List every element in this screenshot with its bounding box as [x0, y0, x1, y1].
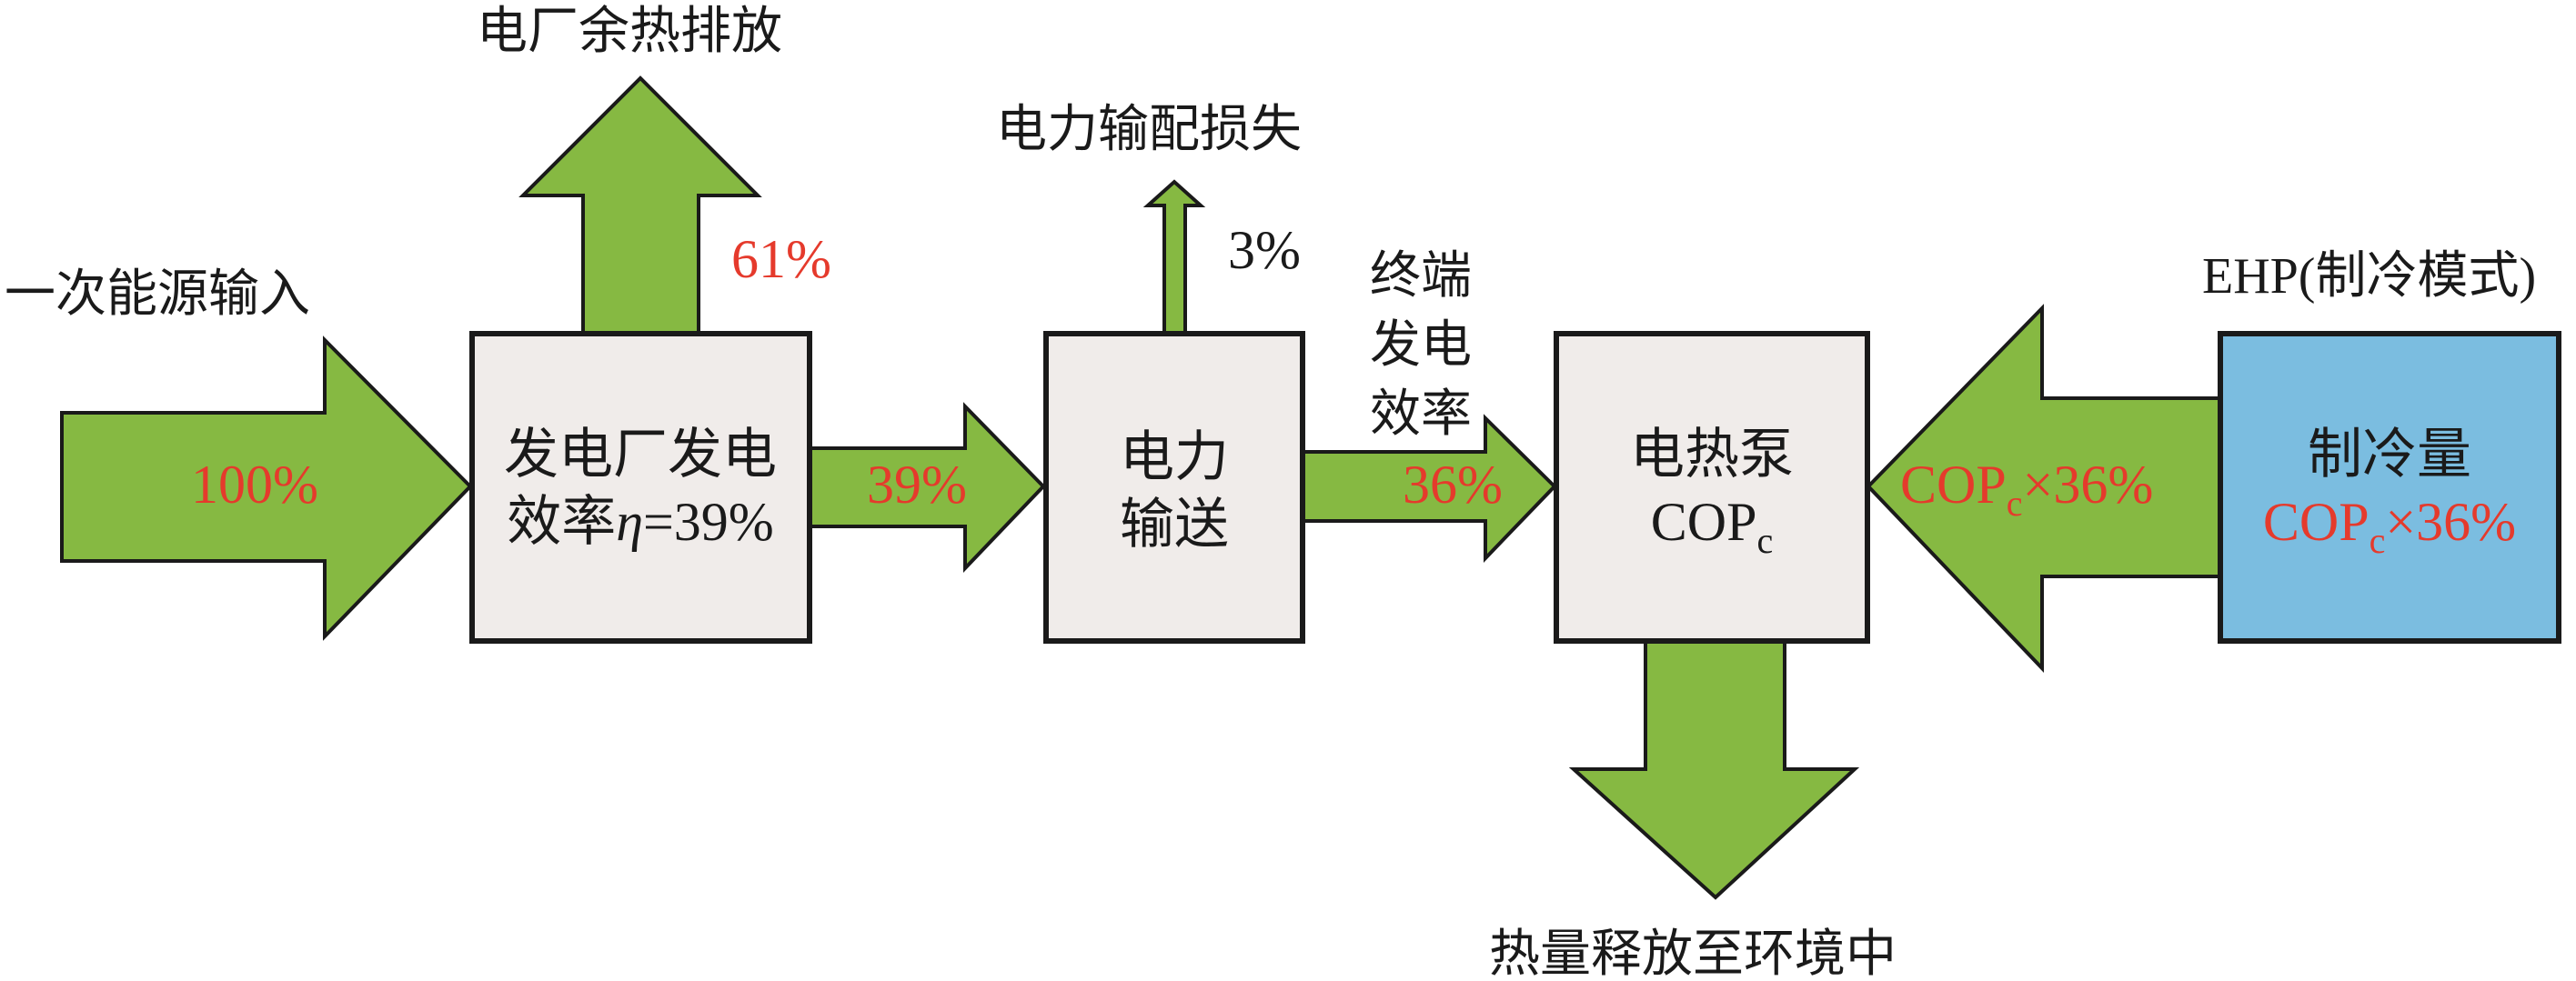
end-output-value: 36% [1403, 455, 1503, 515]
heat-release-arrow [1568, 639, 1860, 900]
cooling-arrow-value: COPc×36% [1900, 455, 2153, 524]
cooling-box [2218, 331, 2561, 644]
grid-loss-value: 3% [1228, 220, 1301, 280]
transmission-line1: 电力 [1120, 427, 1229, 487]
plant-output-arrow [808, 402, 1046, 573]
primary-input-arrow [60, 335, 473, 641]
heat-pump-box [1554, 331, 1870, 644]
power-plant-line2: 效率η=39% [507, 492, 774, 552]
end-output-arrow [1301, 414, 1557, 563]
cooling-arrow [1866, 304, 2222, 673]
transmission-line2: 输送 [1120, 495, 1229, 555]
plant-output-value: 39% [867, 455, 967, 515]
plant-waste-heat-label: 电厂余热排放 [477, 4, 782, 60]
cooling-line1: 制冷量 [2308, 425, 2471, 485]
grid-loss-arrow [1142, 179, 1206, 335]
heat-pump-line1: 电热泵 [1630, 425, 1794, 485]
cooling-cop: COPc×36% [2263, 492, 2516, 561]
grid-loss-label: 电力输配损失 [996, 102, 1302, 158]
waste-heat-value: 61% [731, 229, 831, 289]
end-efficiency-label-3: 效率 [1370, 386, 1472, 443]
transmission-box [1043, 331, 1305, 644]
ehp-mode-label: EHP(制冷模式) [2202, 248, 2536, 305]
end-efficiency-label-2: 发电 [1370, 317, 1472, 374]
heat-pump-cop: COPc [1651, 492, 1773, 561]
end-efficiency-label-1: 终端 [1370, 248, 1472, 305]
power-plant-box [469, 331, 812, 644]
primary-input-label: 一次能源输入 [5, 266, 310, 323]
waste-heat-arrow [518, 75, 762, 335]
power-plant-line1: 发电厂发电 [504, 425, 777, 485]
heat-release-label: 热量释放至环境中 [1489, 926, 1897, 981]
input-value: 100% [191, 455, 318, 515]
